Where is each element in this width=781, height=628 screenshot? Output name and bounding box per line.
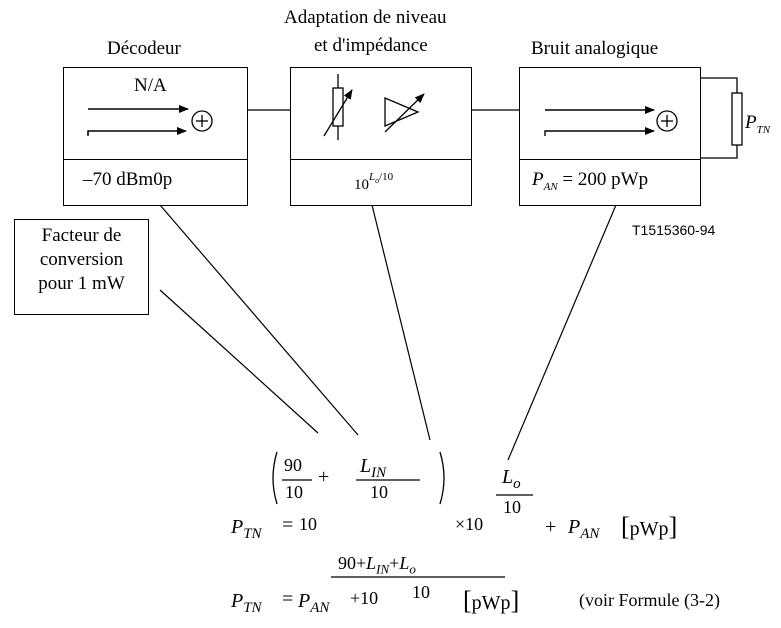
- formula1-frac-den: 10: [285, 482, 303, 502]
- formula1-l-den: 10: [370, 482, 388, 502]
- leader-factor: [159, 289, 319, 434]
- decoder-block: N/A –70 dBm0p: [63, 67, 248, 206]
- formula2-note: (voir Formule (3-2): [579, 590, 720, 610]
- analog-block: PAN = 200 pWp: [519, 67, 701, 206]
- leader-decoder: [159, 204, 359, 436]
- formula2-pan: PAN: [298, 590, 330, 616]
- formula1-left-paren: [272, 451, 278, 505]
- factor-line1: Facteur de: [41, 225, 122, 246]
- decoder-na-label: N/A: [134, 75, 167, 96]
- adaptation-block: 10Lo/10: [290, 67, 472, 206]
- leader-adaptation: [371, 204, 431, 441]
- conversion-factor-box: Facteur de conversion pour 1 mW: [14, 219, 149, 315]
- formula2-exp-num: 90+LIN+Lo: [338, 553, 416, 577]
- variable-amplifier-icon: [384, 97, 420, 127]
- factor-line2: conversion: [39, 249, 124, 270]
- decoder-title: Décodeur: [107, 38, 181, 59]
- formula1-lhs: PTN: [231, 516, 262, 542]
- load-label: PTN: [745, 112, 771, 136]
- leader-analog: [507, 204, 617, 461]
- analog-title: Bruit analogique: [531, 38, 659, 59]
- formula1-times: ×10: [455, 514, 484, 534]
- formula1-eq: =: [282, 514, 294, 536]
- formula1-lo-den: 10: [503, 497, 521, 517]
- formula1-pan: PAN: [568, 516, 600, 542]
- factor-line3: pour 1 mW: [38, 273, 125, 294]
- adaptation-value: 10Lo/10: [354, 171, 394, 193]
- formula1-plus2: +: [545, 516, 557, 538]
- formula1-l-num: LIN: [360, 455, 387, 481]
- formula1-plus: +: [318, 466, 330, 488]
- adaptation-title-line2: et d'impédance: [314, 35, 428, 56]
- adaptation-title-line1: Adaptation de niveau: [284, 7, 447, 28]
- formula1-ten: 10: [299, 514, 317, 534]
- formula2-exp-den: 10: [412, 582, 430, 602]
- load-resistor-icon: [731, 92, 743, 146]
- load-resistor-wire: [700, 77, 738, 159]
- figure-id: T1515360-94: [632, 222, 716, 238]
- formula2-eq: =: [282, 588, 294, 610]
- formula1-right-paren: [439, 451, 445, 505]
- decoder-value: –70 dBm0p: [83, 169, 173, 190]
- formula1-frac-num: 90: [284, 455, 302, 475]
- formula2-unit: [pWp]: [463, 586, 520, 615]
- formula2-lhs: PTN: [231, 590, 262, 616]
- formula2-plus-ten: +10: [350, 588, 379, 608]
- analog-value: PAN = 200 pWp: [532, 169, 649, 193]
- formula1-lo-num: Lo: [502, 466, 521, 492]
- formula1-unit: [pWp]: [621, 512, 678, 541]
